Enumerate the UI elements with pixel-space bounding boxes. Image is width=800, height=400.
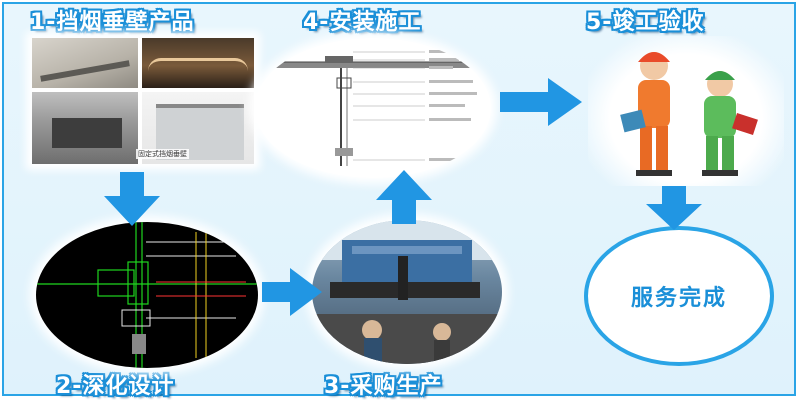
installation-drawing-svg [275,50,479,166]
product-photo-caption: 固定式挡烟垂壁 [136,149,189,159]
arrow-right-4-to-5 [500,78,582,126]
step-5-title: 5-竣工验收 [586,10,705,35]
arrow-right-2-to-3 [262,268,322,316]
step-2-title: 2-深化设计 [56,374,175,399]
completion-circle [584,226,774,366]
workers-svg [620,52,758,176]
arrow-down-5-to-done [646,186,702,230]
installation-drawing [255,38,491,178]
step-4-title: 4-安装施工 [303,10,422,35]
product-photo-2 [142,38,254,88]
product-photo-3 [32,92,138,164]
product-photo-1 [32,38,138,88]
arrow-up-3-to-4 [376,170,432,224]
step-3-title: 3-采购生产 [324,374,443,399]
design-drawing-svg [36,222,258,368]
product-photo-grid [32,38,254,164]
inspection-workers-illustration [588,36,784,186]
arrow-down-1-to-2 [104,172,160,226]
service-complete-label: 服务完成 [630,286,727,311]
production-photo-svg [312,220,502,364]
step-1-title: 1-挡烟垂壁产品 [30,10,195,35]
production-photo [312,220,502,364]
design-drawing [36,222,258,368]
